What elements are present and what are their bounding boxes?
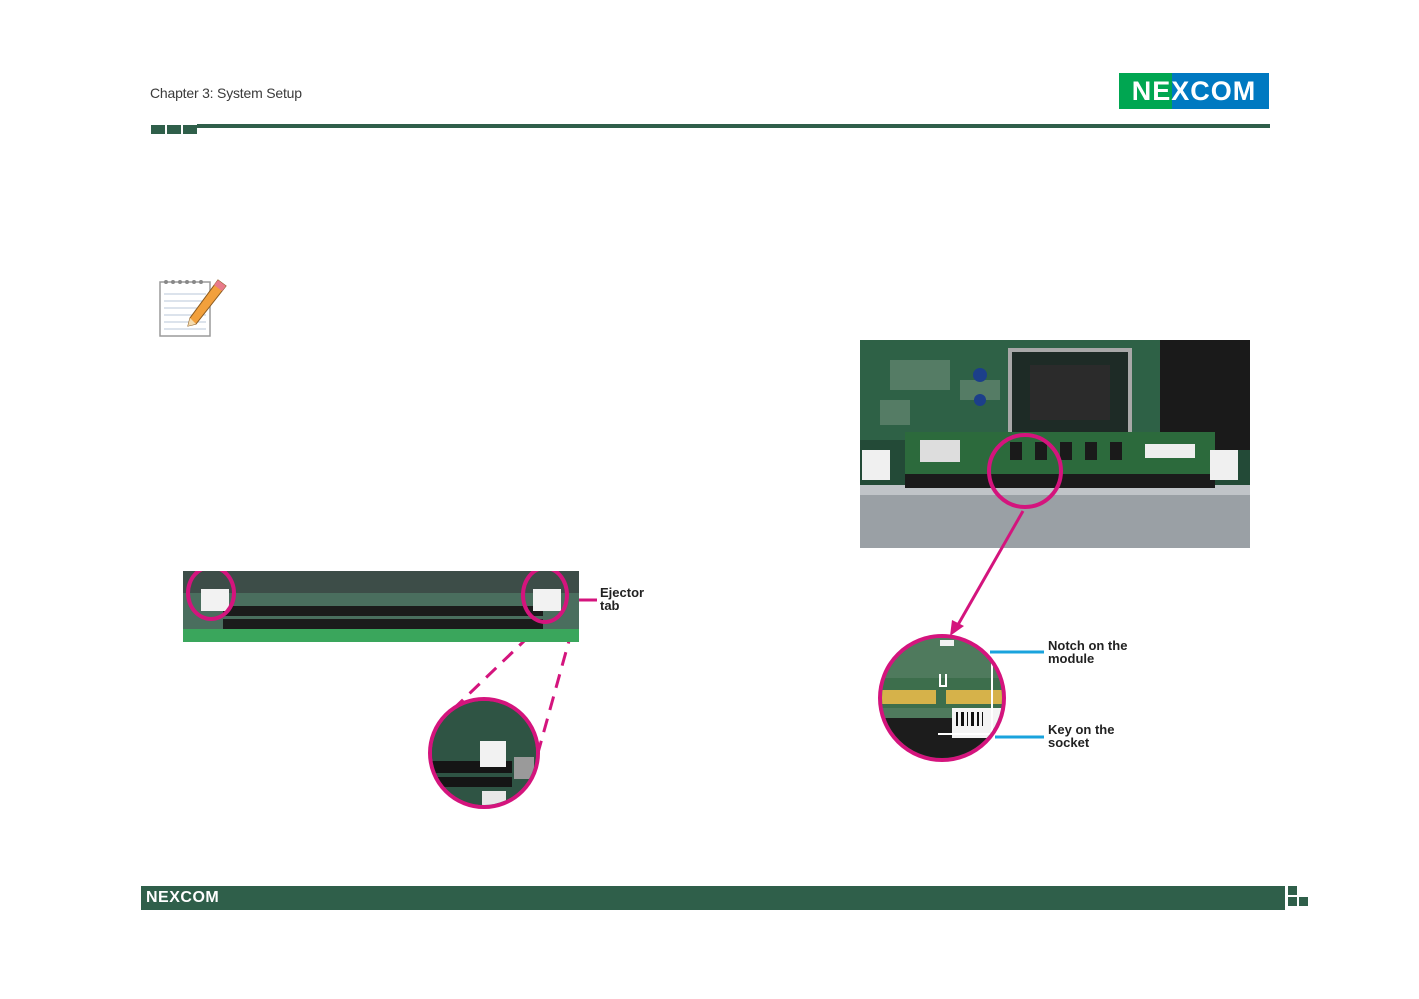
board-photo-art — [860, 340, 1250, 548]
notch-closeup-art — [882, 638, 1006, 762]
key-label-line2: socket — [1048, 736, 1114, 749]
ejector-tab-label: Ejector tab — [600, 586, 644, 612]
dimm-slot-art — [183, 571, 579, 642]
notch-highlight-circle — [987, 433, 1063, 509]
board-photo — [860, 340, 1250, 548]
dashed-line-right — [536, 630, 572, 760]
ejector-closeup-art — [432, 701, 540, 809]
chapter-title: Chapter 3: System Setup — [150, 85, 302, 101]
footer-block — [1288, 886, 1297, 895]
notch-label: Notch on the module — [1048, 639, 1127, 665]
ejector-label-line2: tab — [600, 599, 644, 612]
notch-closeup — [878, 634, 1006, 762]
notch-label-line2: module — [1048, 652, 1127, 665]
footer-block — [1299, 897, 1308, 906]
footer-block — [1288, 897, 1297, 906]
logo-text: NEXCOM — [1119, 73, 1269, 109]
footer-logo: NEXCOM — [146, 889, 219, 907]
header-block — [183, 125, 197, 134]
header-block — [151, 125, 165, 134]
ejector-closeup — [428, 697, 540, 809]
nexcom-logo: NEXCOM — [1119, 73, 1269, 109]
key-label: Key on the socket — [1048, 723, 1114, 749]
notepad-pencil-icon — [156, 276, 228, 338]
footer-bar — [141, 886, 1285, 910]
dimm-slot-photo — [183, 571, 579, 642]
header-block — [167, 125, 181, 134]
arrow-head — [950, 620, 964, 636]
header-blocks — [151, 125, 197, 134]
header-rule — [197, 124, 1270, 128]
